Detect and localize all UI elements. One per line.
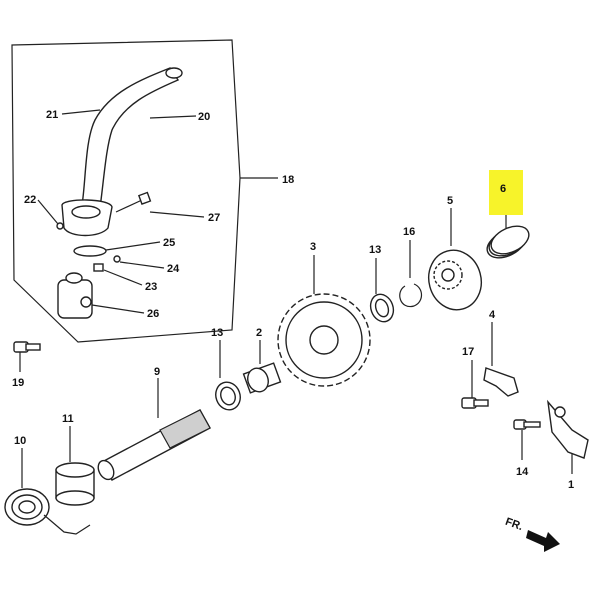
label-part-13-upper: 13 (369, 244, 381, 256)
leader-lines-group (37, 109, 205, 314)
label-part-23: 23 (145, 281, 157, 293)
label-part-26: 26 (147, 308, 159, 320)
label-part-18: 18 (282, 174, 294, 186)
circlip-16 (399, 240, 423, 308)
bushing-2 (242, 340, 282, 394)
label-part-19: 19 (12, 377, 24, 389)
highlight-box (489, 170, 523, 215)
label-part-25: 25 (163, 237, 175, 249)
guide-plate-1 (546, 399, 589, 474)
label-part-1: 1 (568, 479, 574, 491)
label-part-17: 17 (462, 346, 474, 358)
label-part-10: 10 (14, 435, 26, 447)
label-part-24: 24 (167, 263, 180, 275)
ball-24 (113, 255, 121, 263)
label-part-13-lower: 13 (211, 327, 223, 339)
stopper-plate-4 (483, 322, 519, 397)
bolt-14 (513, 419, 541, 460)
bolt-19 (13, 341, 41, 372)
label-part-21: 21 (46, 109, 58, 121)
forward-arrow-icon (526, 530, 560, 552)
label-part-5: 5 (447, 195, 453, 207)
forward-direction-indicator: FR. (504, 516, 560, 552)
return-spring (4, 448, 91, 535)
ratchet-5 (428, 208, 482, 311)
kick-starter-arm (61, 67, 183, 237)
o-ring-25 (73, 245, 107, 257)
kick-starter-spindle (97, 378, 211, 481)
forward-label: FR. (504, 516, 525, 533)
label-part-3: 3 (310, 241, 316, 253)
label-part-4: 4 (489, 309, 496, 321)
kick-starter-gear (277, 255, 371, 387)
label-part-22: 22 (24, 194, 36, 206)
label-part-2: 2 (256, 327, 262, 339)
washer-13-upper (369, 258, 395, 323)
pedal-joint (57, 272, 93, 319)
bushing-11 (55, 426, 95, 506)
label-part-6: 6 (500, 183, 506, 195)
kick-arm-assembly-boundary (11, 39, 241, 343)
label-part-16: 16 (403, 226, 415, 238)
pivot-bolt (115, 191, 152, 213)
label-part-11: 11 (62, 413, 74, 425)
bolt-23 (93, 263, 104, 272)
washer-13-lower (215, 340, 241, 411)
label-part-14: 14 (516, 466, 529, 478)
bolt-17 (461, 360, 489, 409)
ratchet-spring-6 (486, 215, 530, 259)
label-part-27: 27 (208, 212, 220, 224)
label-part-20: 20 (198, 111, 210, 123)
label-part-9: 9 (154, 366, 160, 378)
ring-22 (56, 222, 64, 230)
